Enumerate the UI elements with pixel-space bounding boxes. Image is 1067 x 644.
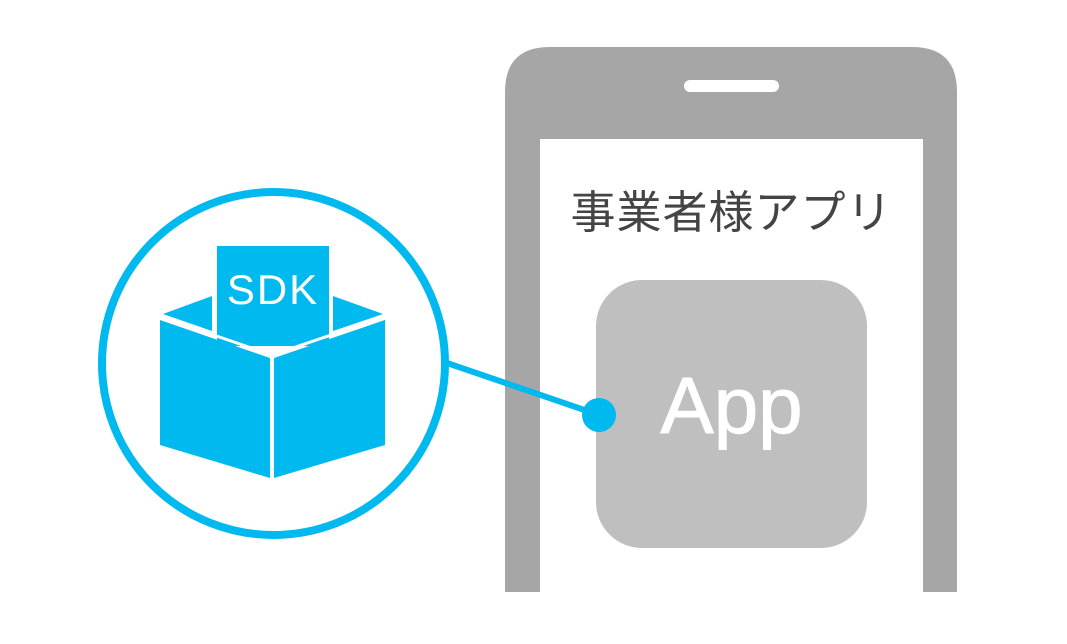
phone-speaker — [684, 80, 779, 92]
sdk-card — [217, 246, 329, 346]
phone-frame — [505, 47, 957, 592]
app-icon-label: App — [660, 361, 803, 451]
open-box-icon — [157, 246, 388, 480]
app-icon — [596, 280, 867, 548]
app-title: 事業者様アプリ — [570, 186, 893, 239]
sdk-label: SDK — [226, 266, 320, 313]
connector — [446, 360, 616, 432]
connector-dot — [582, 398, 616, 432]
